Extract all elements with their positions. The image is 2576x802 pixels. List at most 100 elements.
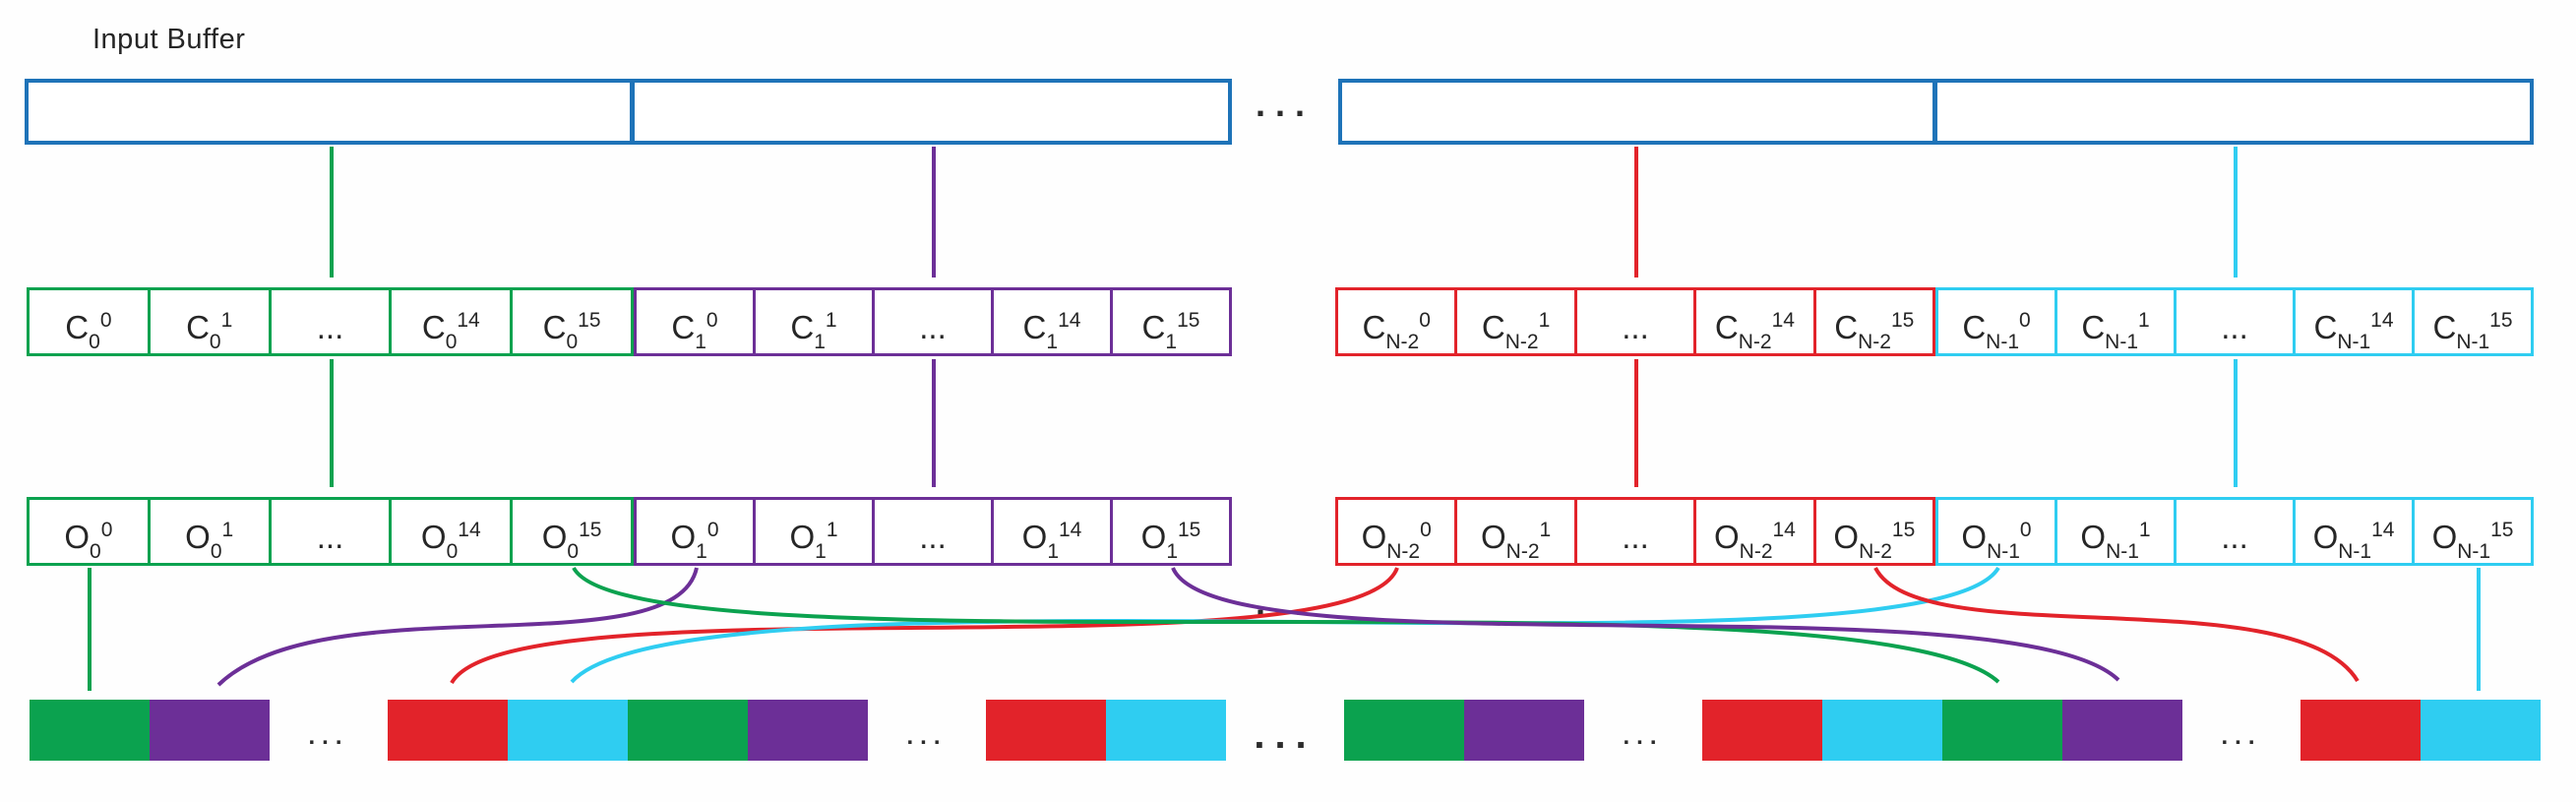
chunk-cells: C00 C01 ... C014 C015	[27, 287, 634, 356]
cell-superscript: 15	[2490, 519, 2514, 541]
o-cell: ON-115	[2412, 497, 2534, 566]
cell-symbol: C	[186, 309, 210, 345]
o-cell: ON-114	[2293, 497, 2415, 566]
chunk-cell: ...	[268, 287, 393, 356]
cell-symbol: C	[1714, 309, 1739, 345]
o-cell: O014	[389, 497, 514, 566]
chunk-row: C00 C01 ... C014 C015	[0, 287, 2576, 623]
output-block	[2062, 700, 2182, 761]
chunk-cell: C015	[510, 287, 634, 356]
chunk-cell: CN-20	[1335, 287, 1458, 356]
cell-symbol: O	[789, 519, 816, 555]
cell-superscript: 1	[826, 519, 838, 541]
output-block	[2421, 700, 2541, 761]
cell-symbol: C	[1481, 309, 1505, 345]
chunk-group: C00 C01 ... C014 C015	[27, 287, 634, 356]
chunk-group: CN-10 CN-11 ... CN-114 CN-115	[1935, 287, 2534, 356]
o-group: O10 O11 ... O114 O115	[634, 497, 1232, 566]
cell-subscript: N-1	[2105, 331, 2138, 353]
o-cell: ...	[872, 497, 994, 566]
output-block	[748, 700, 868, 761]
output-block	[986, 700, 1106, 761]
output-block	[1464, 700, 1584, 761]
cell-symbol: ...	[919, 309, 947, 345]
cell-symbol: O	[1713, 519, 1740, 555]
chunk-cells: CN-20 CN-21 ... CN-214 CN-215	[1335, 287, 1936, 356]
cell-symbol: ...	[316, 309, 344, 345]
cell-superscript: 14	[1058, 309, 1081, 332]
cell-superscript: 0	[1420, 519, 1432, 541]
chunk-cell: C114	[991, 287, 1113, 356]
o-cell: ...	[2174, 497, 2296, 566]
cell-symbol: O	[541, 519, 568, 555]
cell-symbol: C	[1362, 309, 1386, 345]
cell-superscript: 0	[706, 519, 719, 541]
chunk-cell: C00	[27, 287, 151, 356]
cell-subscript: 0	[89, 331, 100, 353]
cell-symbol: O	[1021, 519, 1048, 555]
cell-subscript: 0	[566, 331, 579, 353]
cell-symbol: O	[420, 519, 447, 555]
cell-symbol: C	[1834, 309, 1859, 345]
cell-symbol: O	[1140, 519, 1167, 555]
o-cells: O10 O11 ... O114 O115	[634, 497, 1232, 566]
chunk-cell: CN-11	[2055, 287, 2177, 356]
output-block	[1942, 700, 2062, 761]
o-cell: ON-21	[1454, 497, 1577, 566]
o-cells: ON-10 ON-11 ... ON-114 ON-115	[1935, 497, 2534, 566]
chunk-cell: CN-21	[1454, 287, 1577, 356]
cell-symbol: O	[1961, 519, 1988, 555]
cell-symbol: O	[2080, 519, 2107, 555]
chunk-group: CN-20 CN-21 ... CN-214 CN-215	[1335, 287, 1936, 356]
o-cell: O01	[147, 497, 272, 566]
cell-superscript: 14	[1059, 519, 1082, 541]
arrow-on2-elem15-to-out	[1873, 567, 2360, 683]
cell-symbol: ...	[1622, 519, 1649, 555]
output-block	[508, 700, 628, 761]
o-row: O00 O01 ... O014 O015	[0, 497, 2576, 566]
cell-symbol: ...	[919, 519, 947, 555]
o-cell: ...	[1573, 497, 1697, 566]
o-cell: ON-214	[1693, 497, 1816, 566]
chunk-cell: CN-115	[2412, 287, 2534, 356]
cell-subscript: 1	[1165, 331, 1178, 353]
cell-subscript: 1	[1166, 540, 1178, 563]
cell-subscript: N-1	[2457, 540, 2491, 563]
output-ellipsis: ...	[1254, 713, 1317, 757]
o-group: O00 O01 ... O014 O015	[27, 497, 634, 566]
cell-superscript: 1	[2138, 519, 2151, 541]
cell-superscript: 1	[220, 309, 233, 332]
output-block	[1344, 700, 1464, 761]
cell-subscript: N-1	[1987, 540, 2020, 563]
cell-superscript: 14	[1771, 309, 1795, 332]
o-group: ON-10 ON-11 ... ON-114 ON-115	[1935, 497, 2534, 566]
cell-superscript: 14	[2370, 309, 2394, 332]
cell-subscript: N-2	[1505, 540, 1540, 563]
cell-superscript: 14	[1772, 519, 1796, 541]
cell-symbol: C	[1962, 309, 1987, 345]
o-cells: O00 O01 ... O014 O015	[27, 497, 634, 566]
o-cells: ON-20 ON-21 ... ON-214 ON-215	[1335, 497, 1936, 566]
o-group: ON-20 ON-21 ... ON-214 ON-215	[1335, 497, 1936, 566]
chunk-cells: CN-10 CN-11 ... CN-114 CN-115	[1935, 287, 2534, 356]
cell-symbol: O	[1361, 519, 1387, 555]
chunk-cell: CN-214	[1693, 287, 1816, 356]
input-buffer-ellipsis: ...	[1255, 84, 1315, 124]
chunk-groups: C00 C 0 1 ... C 0 14 C015	[0, 287, 2576, 356]
o-cell: ON-10	[1935, 497, 2057, 566]
cell-subscript: 0	[445, 331, 458, 353]
input-buffer-label: Input Buffer	[92, 24, 246, 55]
cell-subscript: N-2	[1859, 540, 1892, 563]
cell-subscript: 1	[814, 331, 826, 353]
output-block	[1822, 700, 1942, 761]
cell-subscript: N-1	[2456, 331, 2490, 353]
cell-subscript: N-1	[2338, 540, 2372, 563]
cell-symbol: ...	[2221, 309, 2248, 345]
output-block	[1106, 700, 1226, 761]
output-block	[628, 700, 748, 761]
cell-symbol: O	[670, 519, 697, 555]
cell-superscript: 1	[1539, 519, 1552, 541]
cell-subscript: 0	[210, 540, 222, 563]
cell-subscript: N-2	[1385, 331, 1420, 353]
